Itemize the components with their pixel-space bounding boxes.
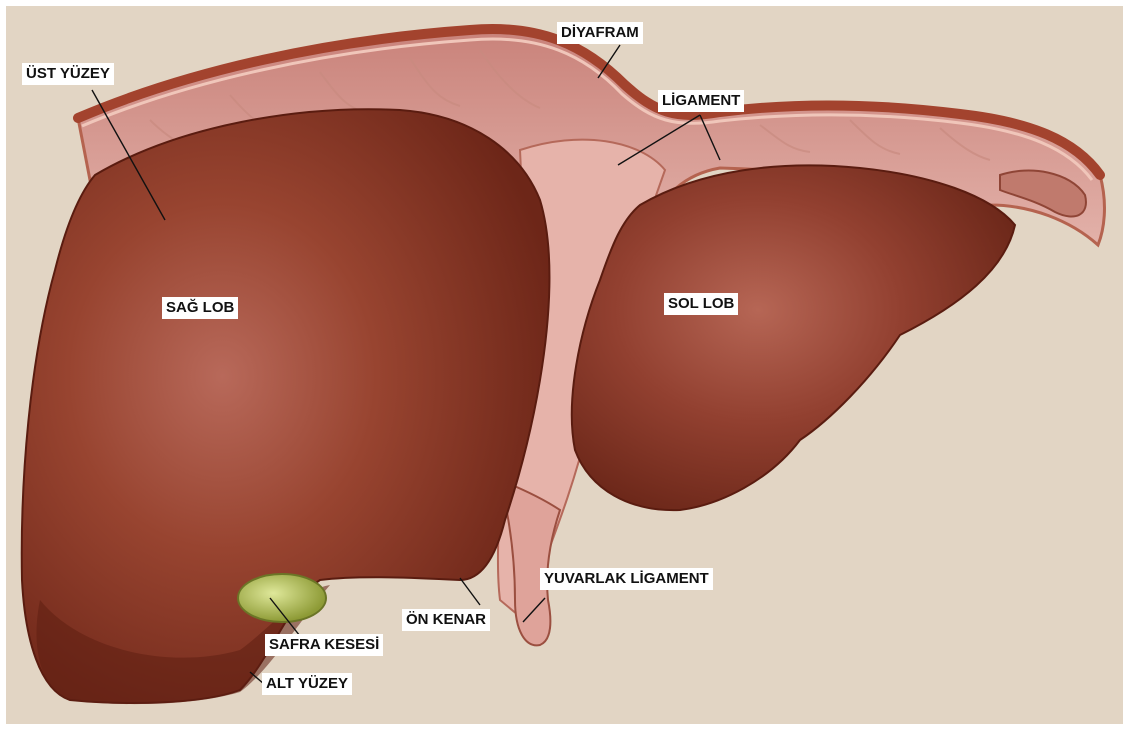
left-lobe-shape — [572, 165, 1015, 510]
label-on-kenar: ÖN KENAR — [402, 609, 490, 631]
label-sag-lob: SAĞ LOB — [162, 297, 238, 319]
label-ust-yuzey: ÜST YÜZEY — [22, 63, 114, 85]
label-alt-yuzey: ALT YÜZEY — [262, 673, 352, 695]
label-sol-lob: SOL LOB — [664, 293, 738, 315]
label-safra-kesesi: SAFRA KESESİ — [265, 634, 383, 656]
gallbladder-shape — [238, 574, 326, 622]
label-ligament: LİGAMENT — [658, 90, 744, 112]
label-yuvarlak-ligament: YUVARLAK LİGAMENT — [540, 568, 713, 590]
label-diyafram: DİYAFRAM — [557, 22, 643, 44]
